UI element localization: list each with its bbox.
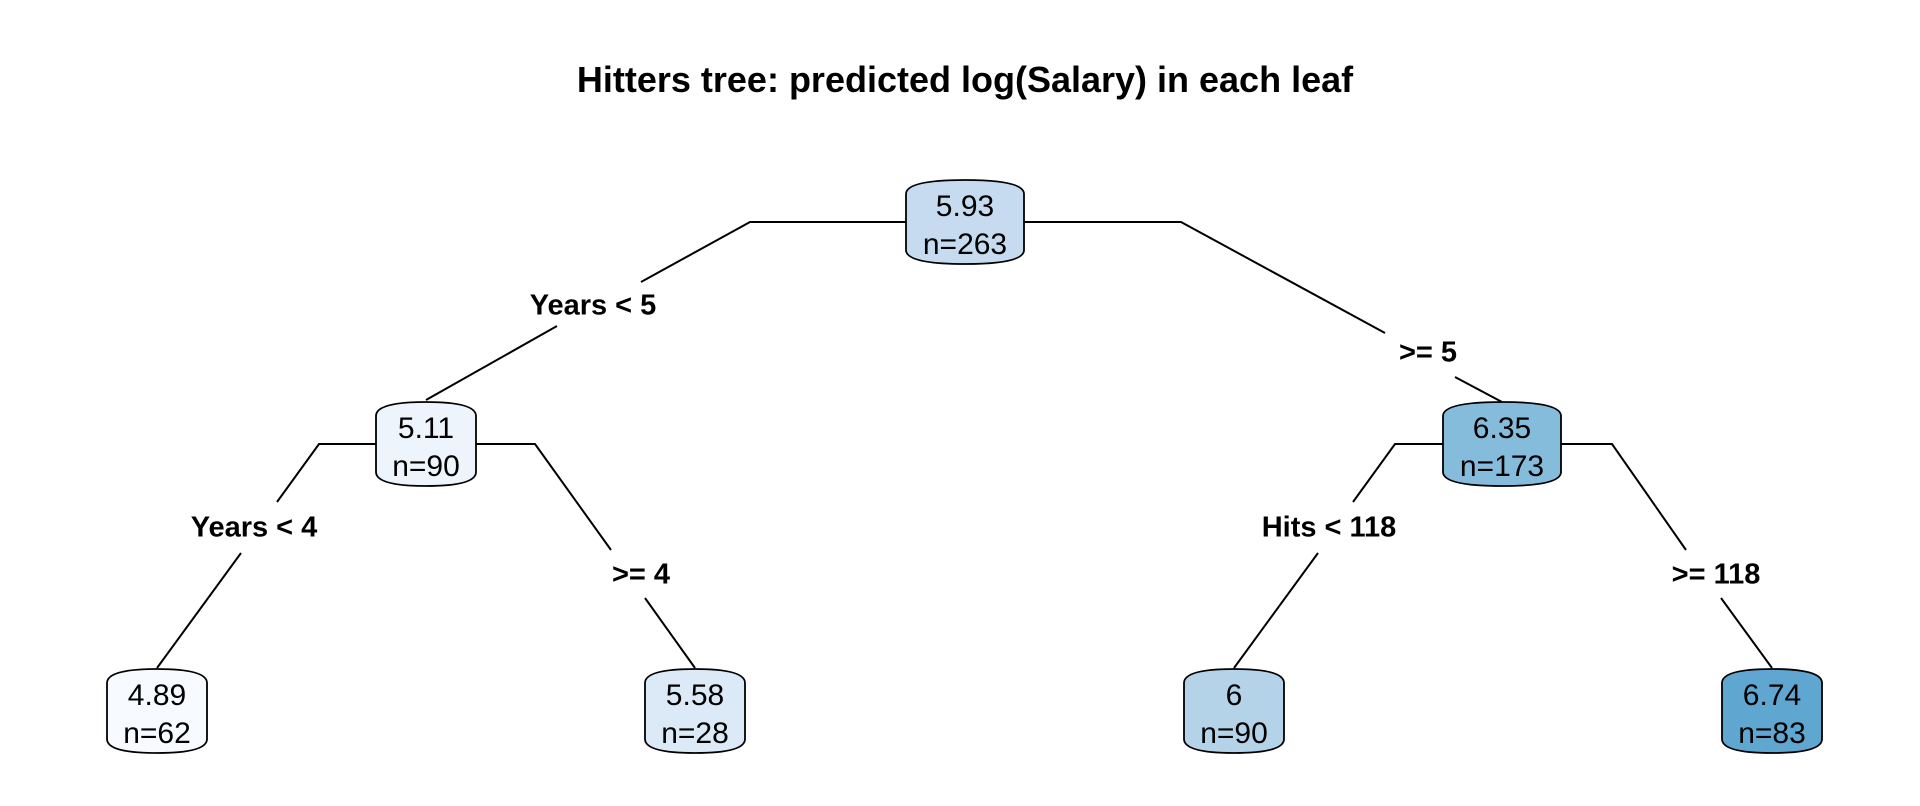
node-value-left: 5.11 [398,412,454,445]
node-count-root: n=263 [923,228,1007,261]
node-value-leaf-2: 5.58 [666,679,724,712]
edge-right-right-lower [1720,597,1773,669]
edge-root-left-lower [425,325,558,401]
tree-node-root: 5.93 n=263 [905,179,1025,265]
node-box-right [1442,401,1562,487]
split-label-right-right: >= 118 [1672,559,1761,591]
node-count-leaf-2: n=28 [661,717,729,750]
tree-node-right: 6.35 n=173 [1442,401,1562,487]
tree-nodes: 5.93 n=263 5.11 n=90 6.35 n=173 4.89 n=62 5.58 n=… [106,179,1823,754]
node-box-leaf-1 [106,668,208,754]
node-box-leaf-2 [644,668,746,754]
node-value-leaf-4: 6.74 [1743,679,1801,712]
split-label-left-right: >= 4 [612,559,670,591]
edge-right-left-lower [1233,552,1319,669]
split-labels: Years < 5 >= 5 Years < 4 >= 4 Hits < 118 >= 1… [191,290,1761,591]
edge-left-left-lower [156,552,242,669]
node-count-leaf-4: n=83 [1738,717,1806,750]
split-label-right-left: Hits < 118 [1262,512,1397,544]
edge-root-right-upper [1024,221,1386,334]
node-count-left: n=90 [392,450,460,483]
diagram-title: Hitters tree: predicted log(Salary) in e… [577,59,1354,100]
tree-node-leaf-2: 5.58 n=28 [644,668,746,754]
tree-node-leaf-1: 4.89 n=62 [106,668,208,754]
tree-edges [156,221,1773,669]
node-value-root: 5.93 [936,190,994,223]
node-box-leaf-4 [1721,668,1823,754]
edge-right-left-upper [1352,443,1443,503]
edge-right-right-upper [1561,443,1687,551]
edge-left-right-lower [644,597,696,669]
tree-node-leaf-3: 6 n=90 [1183,668,1285,754]
node-count-right: n=173 [1460,450,1544,483]
tree-node-leaf-4: 6.74 n=83 [1721,668,1823,754]
edge-left-left-upper [276,443,376,503]
node-value-leaf-3: 6 [1226,679,1243,712]
tree-node-left: 5.11 n=90 [375,401,477,487]
split-label-left-left: Years < 4 [191,512,318,544]
node-value-leaf-1: 4.89 [128,679,186,712]
edge-root-left-upper [640,221,906,283]
edge-left-right-upper [476,443,612,551]
node-box-left [375,401,477,487]
edge-root-right-lower [1454,376,1503,403]
node-box-leaf-3 [1183,668,1285,754]
node-box-root [905,179,1025,265]
node-value-right: 6.35 [1473,412,1531,445]
split-label-root-left: Years < 5 [530,290,657,322]
split-label-root-right: >= 5 [1399,337,1457,369]
node-count-leaf-1: n=62 [123,717,191,750]
node-count-leaf-3: n=90 [1200,717,1268,750]
